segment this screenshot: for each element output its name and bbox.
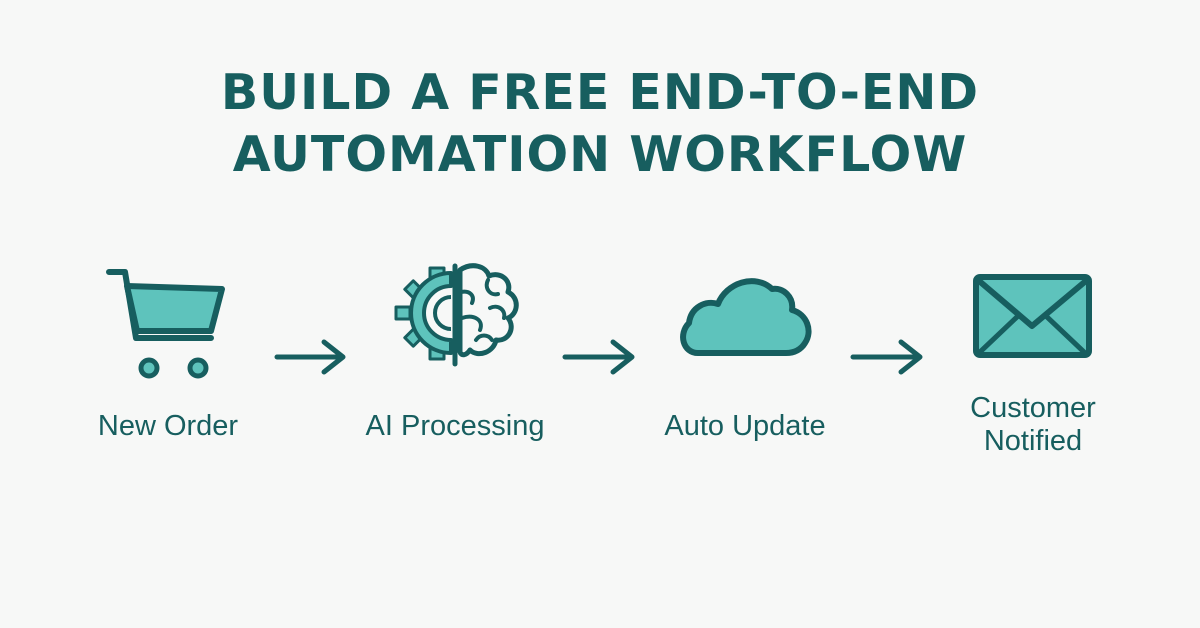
cloud-icon (680, 278, 812, 356)
step-label-auto-update: Auto Update (664, 410, 826, 442)
arrow-right-icon (274, 339, 346, 375)
step-label-new-order: New Order (97, 410, 239, 442)
step-label-customer: Customer (970, 392, 1096, 424)
title-line-2: AUTOMATION WORKFLOW (232, 126, 968, 183)
arrow-right-icon (850, 339, 923, 375)
page-title: BUILD A FREE END-TO-END AUTOMATION WORKF… (0, 62, 1200, 186)
gear-brain-icon (394, 263, 519, 367)
step-label-customer-notified: Customer Notified (933, 392, 1133, 458)
shopping-cart-icon (106, 269, 225, 379)
title-line-1: BUILD A FREE END-TO-END (220, 64, 980, 121)
step-label-ai-processing: AI Processing (365, 410, 545, 442)
step-label-notified: Notified (983, 425, 1083, 457)
arrow-right-icon (562, 339, 635, 375)
envelope-icon (973, 274, 1092, 358)
